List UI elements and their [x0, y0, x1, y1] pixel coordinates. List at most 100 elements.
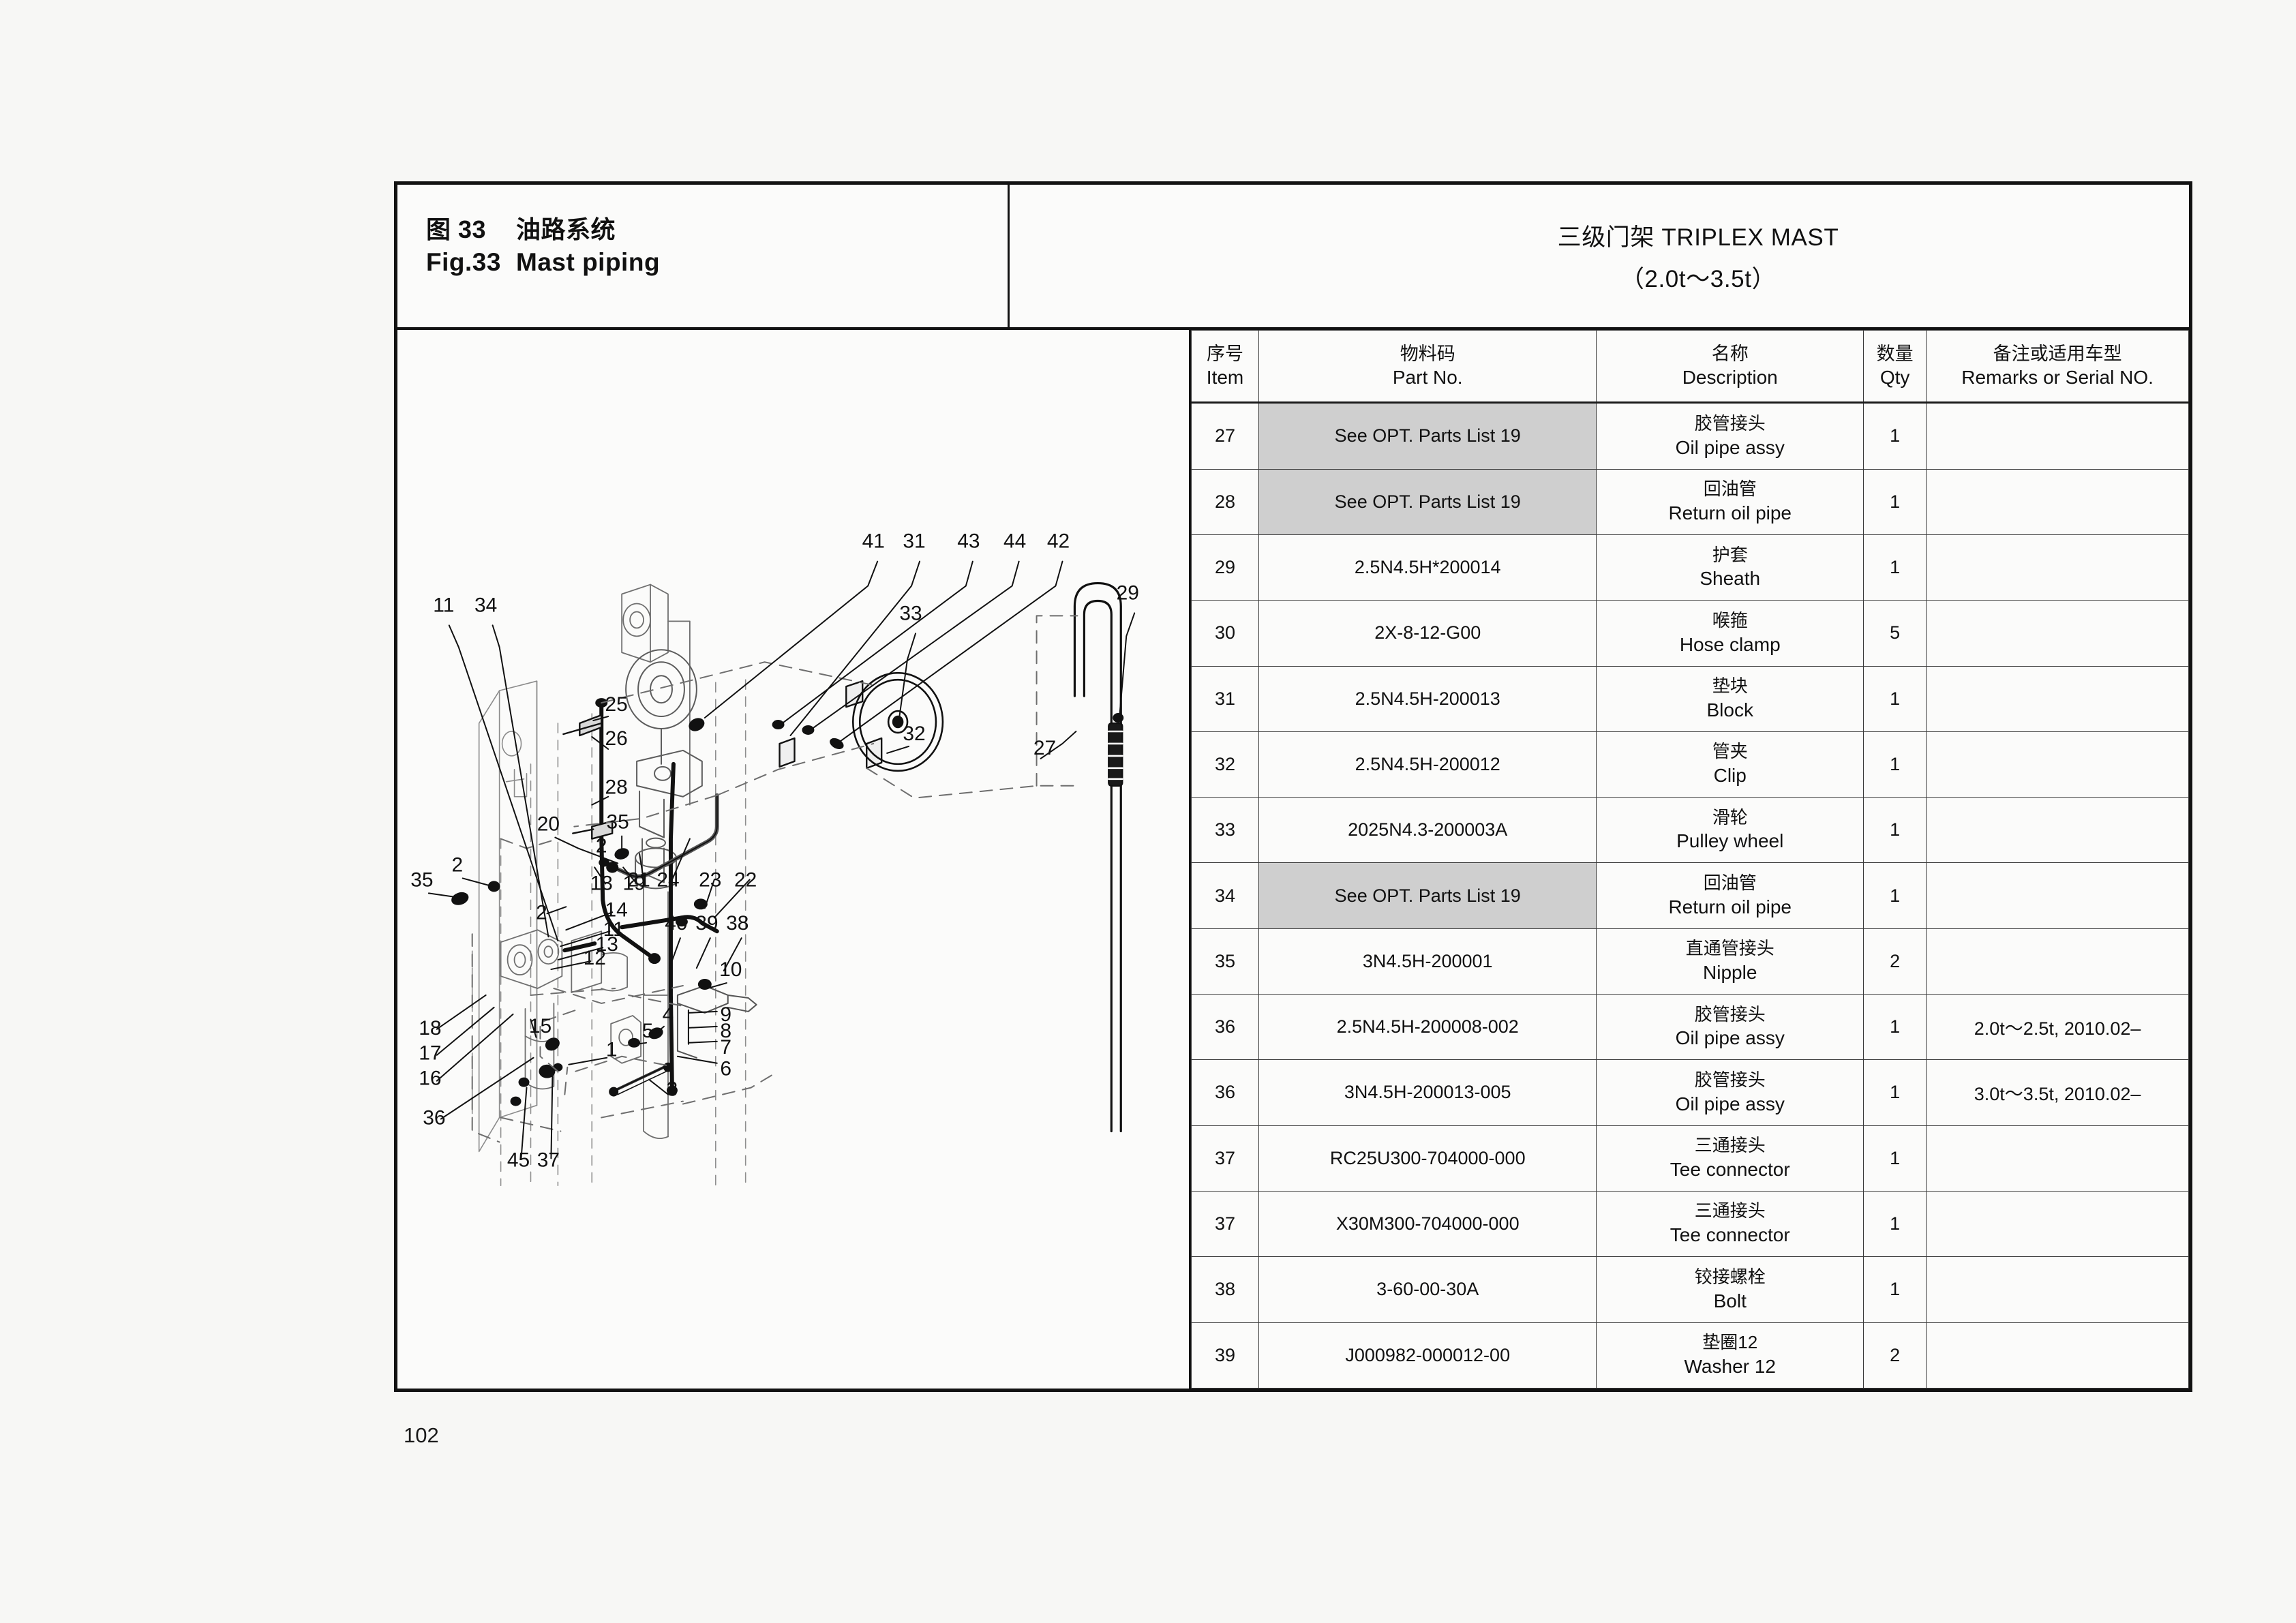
cell-qty: 5 — [1863, 600, 1927, 667]
description-cn: 直通管接头 — [1685, 938, 1774, 959]
callout-number: 39 — [695, 912, 718, 935]
figure-tag-en: Fig.33 — [426, 247, 501, 276]
cell-qty: 1 — [1863, 731, 1927, 798]
callout-number: 43 — [957, 530, 980, 553]
callout-number: 42 — [1047, 530, 1070, 553]
cell-item: 34 — [1190, 862, 1260, 929]
description-en: Clip — [1713, 765, 1747, 787]
cell-remarks — [1926, 928, 2189, 995]
header-part-no-en: Part No. — [1392, 367, 1463, 389]
description-cn: 垫块 — [1712, 676, 1748, 697]
callout-number: 24 — [656, 868, 679, 891]
cell-qty: 1 — [1863, 1059, 1927, 1126]
description-cn: 喉箍 — [1712, 609, 1748, 631]
description-en: Tee connector — [1670, 1158, 1790, 1180]
cell-part-no: 2.5N4.5H-200008-002 — [1258, 994, 1597, 1061]
callout-number: 31 — [903, 530, 925, 553]
model-capacity-range: （2.0t～3.5t） — [1620, 265, 1777, 292]
table-header-row: 序号 Item 物料码 Part No. 名称 Description 数量 — [1190, 330, 2189, 404]
cell-part-no: 2025N4.3-200003A — [1258, 797, 1597, 864]
description-en: Return oil pipe — [1668, 502, 1792, 524]
cell-remarks — [1926, 1322, 2189, 1389]
cell-remarks — [1926, 1125, 2189, 1192]
callout-number: 35 — [607, 811, 629, 834]
cell-remarks — [1926, 1190, 2189, 1258]
header-description-en: Description — [1682, 367, 1778, 389]
callout-number: 12 — [584, 947, 606, 969]
description-en: Return oil pipe — [1668, 896, 1792, 917]
cell-remarks — [1926, 402, 2189, 470]
header-remarks: 备注或适用车型 Remarks or Serial NO. — [1926, 330, 2189, 404]
callout-number: 21 — [627, 868, 650, 891]
cell-part-no: 3N4.5H-200013-005 — [1258, 1059, 1597, 1126]
cell-remarks — [1926, 1256, 2189, 1323]
cell-item: 27 — [1190, 402, 1260, 470]
header-item-cn: 序号 — [1207, 343, 1244, 364]
cell-item: 36 — [1190, 994, 1260, 1061]
cell-item: 38 — [1190, 1256, 1260, 1323]
callout-number: 23 — [699, 868, 721, 891]
cell-item: 39 — [1190, 1322, 1260, 1389]
header-item-en: Item — [1206, 367, 1244, 389]
cell-remarks — [1926, 600, 2189, 667]
callout-number: 8 — [720, 1020, 731, 1042]
callout-number: 36 — [423, 1106, 445, 1129]
cell-qty: 1 — [1863, 1190, 1927, 1258]
cell-item: 28 — [1190, 468, 1260, 535]
callout-number: 7 — [720, 1036, 731, 1059]
description-en: Hose clamp — [1679, 633, 1781, 655]
parts-list-table-wrap: 序号 Item 物料码 Part No. 名称 Description 数量 — [1190, 330, 2189, 1389]
cell-qty: 1 — [1863, 665, 1927, 732]
callout-number: 32 — [903, 723, 925, 745]
cell-part-no: 3N4.5H-200001 — [1258, 928, 1597, 995]
description-en: Block — [1706, 699, 1753, 721]
description-cn: 滑轮 — [1712, 806, 1748, 828]
description-cn: 铰接螺栓 — [1694, 1266, 1766, 1287]
cell-item: 37 — [1190, 1190, 1260, 1258]
header-item: 序号 Item — [1190, 330, 1260, 404]
callout-number: 34 — [474, 594, 497, 616]
cell-qty: 2 — [1863, 928, 1927, 995]
description-en: Oil pipe assy — [1675, 1027, 1785, 1049]
cell-part-no: 2.5N4.5H-200013 — [1258, 665, 1597, 732]
callout-number: 13 — [596, 933, 618, 956]
cell-part-no: See OPT. Parts List 19 — [1258, 468, 1597, 535]
callout-number: 10 — [719, 958, 742, 981]
callout-number: 2 — [451, 853, 463, 876]
parts-list-table: 序号 Item 物料码 Part No. 名称 Description 数量 — [1190, 330, 2189, 1389]
description-cn: 三通接头 — [1694, 1135, 1766, 1156]
cell-qty: 1 — [1863, 534, 1927, 601]
cell-qty: 1 — [1863, 797, 1927, 864]
header-part-no: 物料码 Part No. — [1258, 330, 1597, 404]
callout-number: 37 — [537, 1149, 560, 1171]
header-remarks-en: Remarks or Serial NO. — [1961, 367, 2154, 389]
cell-part-no: 2.5N4.5H*200014 — [1258, 534, 1597, 601]
callout-number: 1 — [606, 1039, 618, 1061]
description-cn: 回油管 — [1703, 872, 1757, 893]
cell-qty: 1 — [1863, 994, 1927, 1061]
header-description-cn: 名称 — [1711, 343, 1749, 364]
description-cn: 胶管接头 — [1694, 1069, 1766, 1090]
callout-number: 6 — [720, 1058, 731, 1080]
catalog-page-frame: 图 33 油路系统 Fig.33 Mast piping 三级门架 TRIPLE… — [394, 181, 2192, 1392]
callout-number: 41 — [862, 530, 885, 553]
cell-remarks: 3.0t～3.5t, 2010.02– — [1926, 1059, 2189, 1126]
description-cn: 三通接头 — [1694, 1200, 1766, 1222]
description-en: Bolt — [1713, 1290, 1747, 1311]
page-number: 102 — [404, 1423, 439, 1447]
header-qty-en: Qty — [1879, 367, 1910, 389]
